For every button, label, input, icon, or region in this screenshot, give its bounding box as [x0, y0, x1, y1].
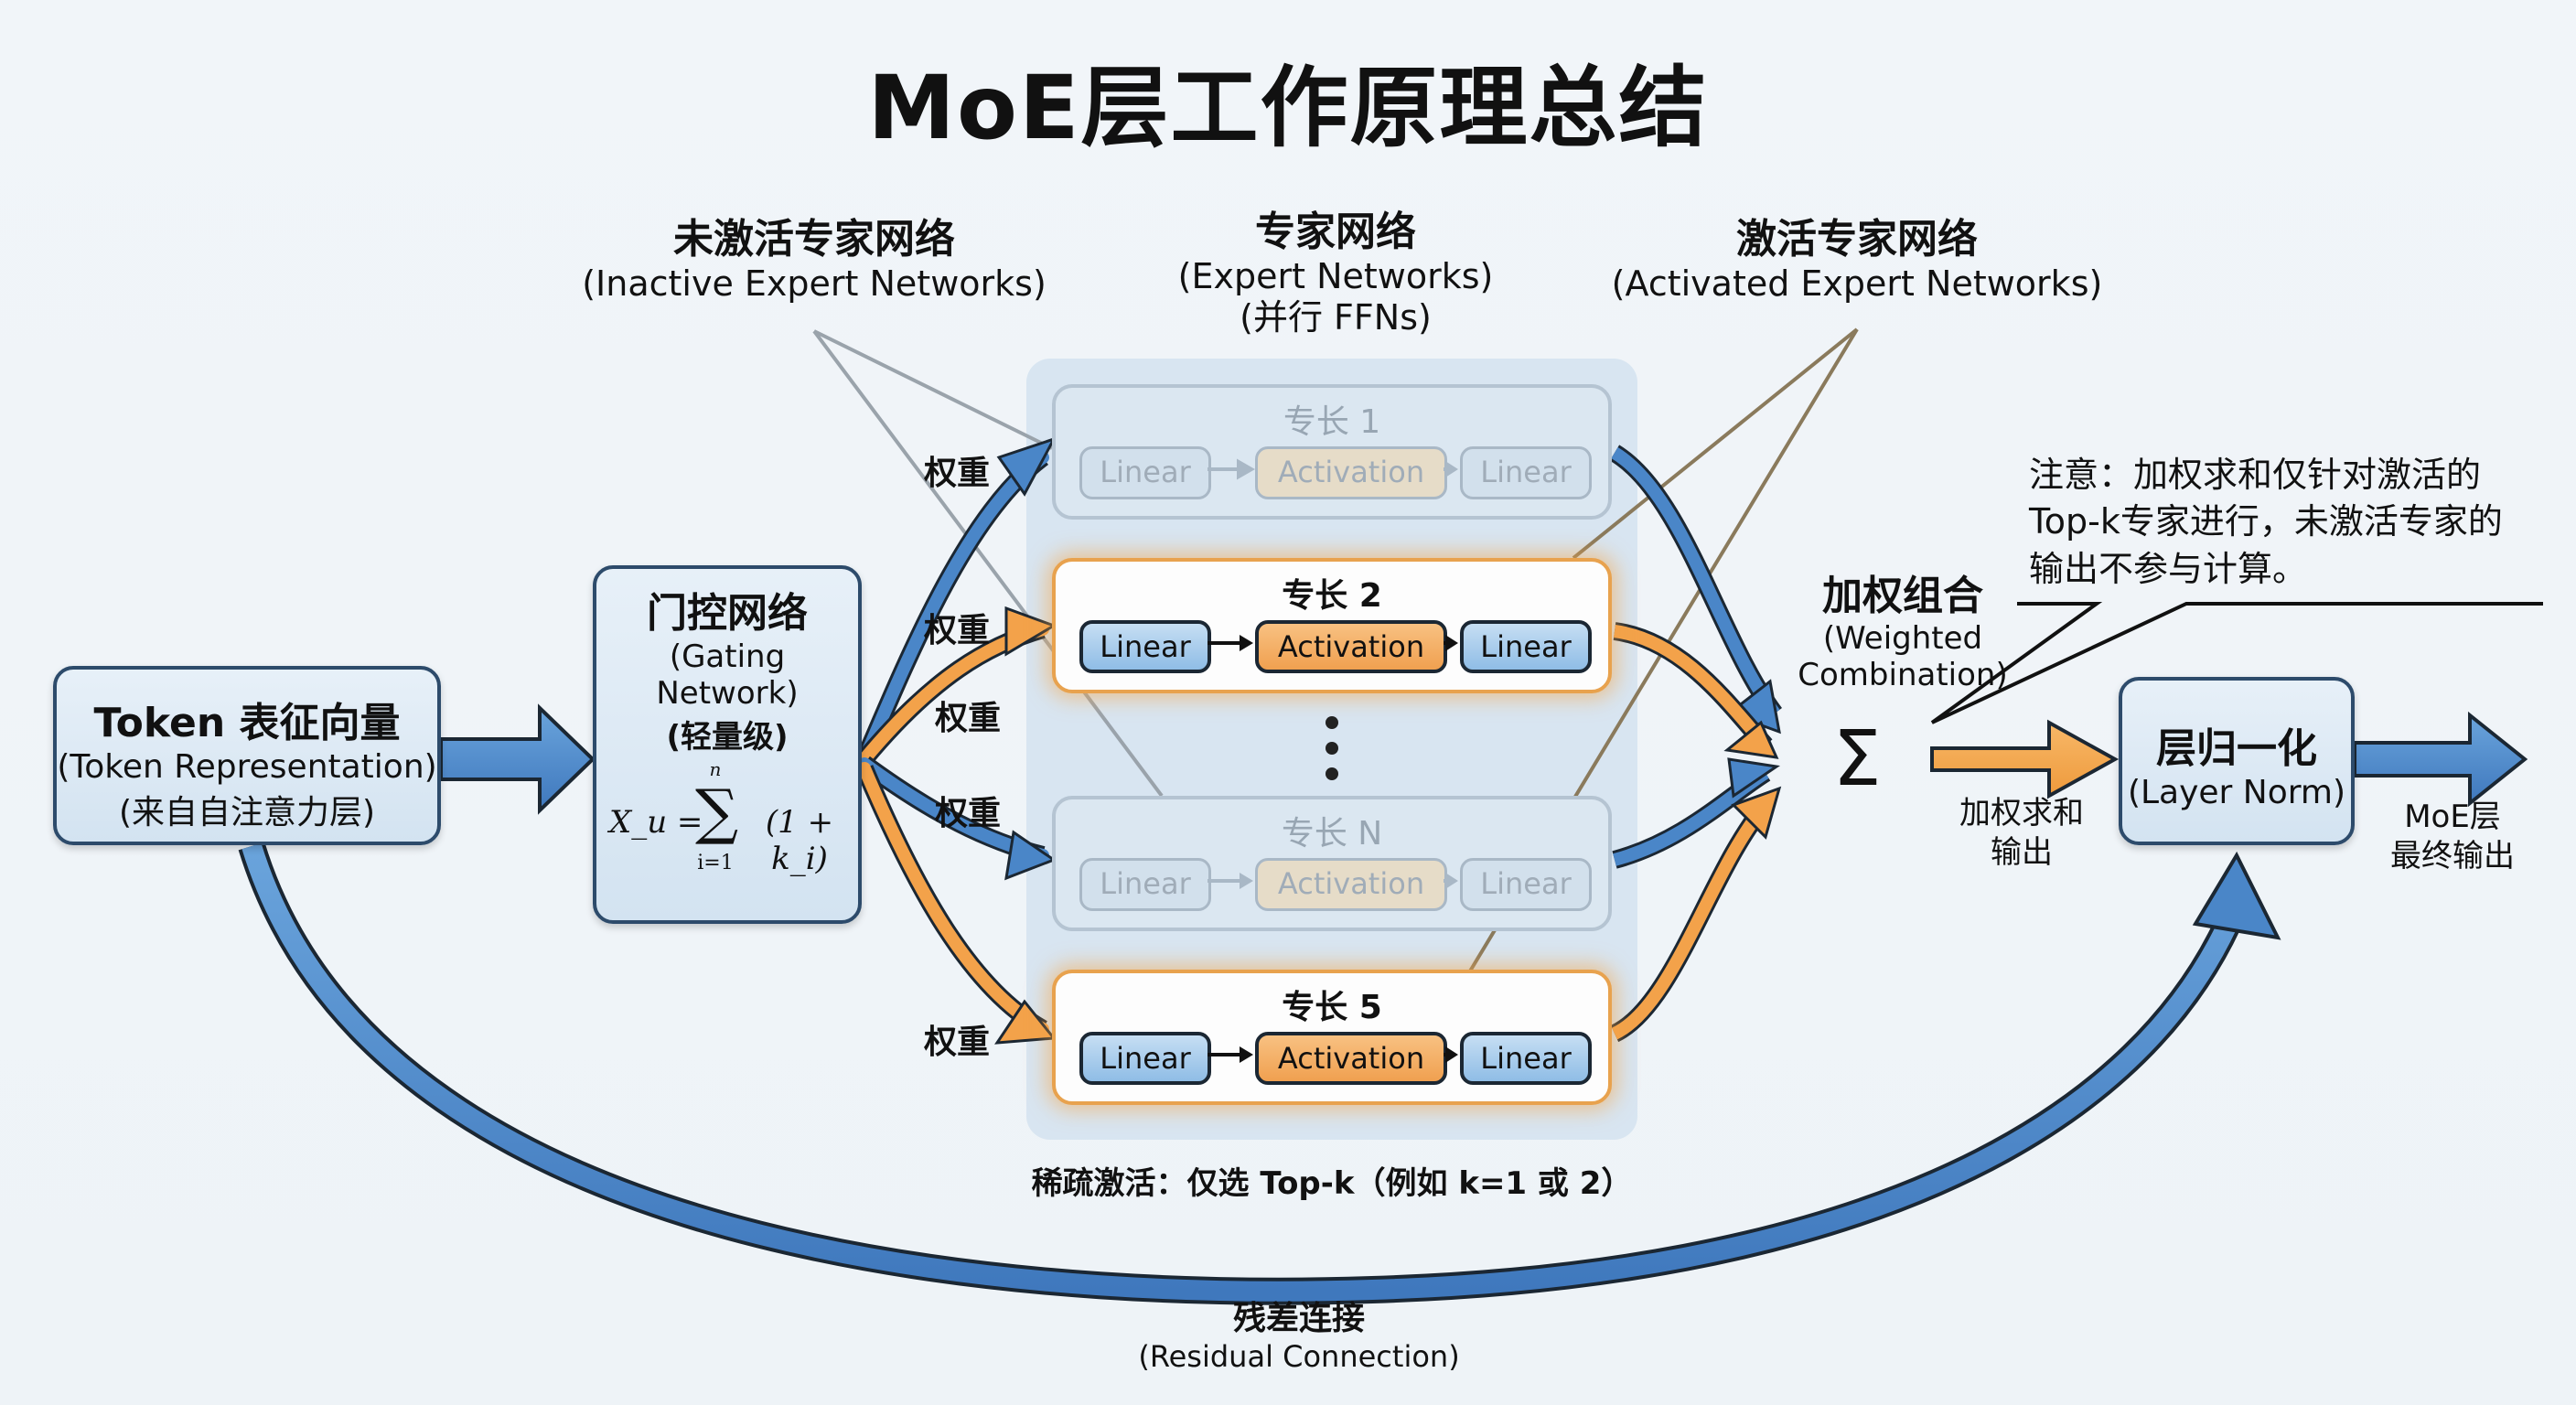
- expert-2-activation: Activation: [1255, 620, 1447, 673]
- weight-label-2: 权重: [924, 612, 991, 649]
- layer-norm-en: (Layer Norm): [2127, 774, 2346, 811]
- expert-n: 专长 N Linear Activation Linear: [1052, 796, 1612, 931]
- expert-networks-header: 专家网络 (Expert Networks) (并行 FFNs): [1079, 209, 1592, 338]
- expert-2-linear-in: Linear: [1079, 620, 1211, 673]
- formula-bottom: i=1: [697, 852, 734, 874]
- experts-header-zh: 专家网络: [1255, 209, 1416, 255]
- weighted-combination-zh: 加权组合: [1822, 573, 1983, 619]
- expert-2-sum-head: [1723, 720, 1779, 759]
- expert-2-name: 专长 2: [1282, 577, 1382, 615]
- expert-n-linear-out: Linear: [1460, 858, 1592, 911]
- token-box-en: (Token Representation): [57, 748, 437, 786]
- gating-sub: (轻量级): [666, 719, 789, 756]
- callout-line-3: 输出不参与计算。: [2029, 548, 2308, 589]
- expert-1-to-sum: [1611, 447, 1780, 718]
- arrowhead-expert-2: [1004, 606, 1057, 657]
- expert-5-activation: Activation: [1255, 1032, 1447, 1085]
- weight-label-3: 权重: [935, 700, 1002, 737]
- callout-lines: [1930, 602, 2543, 724]
- expert-n-linear-in: Linear: [1079, 858, 1211, 911]
- sparse-activation-note: 稀疏激活：仅选 Top-k（例如 k=1 或 2）: [1031, 1165, 1633, 1202]
- gating-title: 门控网络: [647, 590, 808, 637]
- leader-to-expert-n: [812, 329, 1164, 798]
- expert-n-sum-head: [1727, 757, 1780, 799]
- sum-to-layernorm-arrow: [1930, 719, 2120, 799]
- inactive-experts-header: 未激活专家网络 (Inactive Expert Networks): [549, 216, 1079, 305]
- weighted-sum-line-1: 加权求和: [1959, 795, 2084, 831]
- layer-norm-box: 层归一化 (Layer Norm): [2119, 677, 2355, 845]
- weight-label-1: 权重: [924, 455, 991, 492]
- activated-header-en: (Activated Expert Networks): [1611, 263, 2103, 304]
- residual-connection-label: 残差连接 (Residual Connection): [1079, 1292, 1519, 1374]
- residual-en: (Residual Connection): [1138, 1339, 1460, 1374]
- layer-norm-zh: 层归一化: [2156, 725, 2317, 772]
- expert-2: 专长 2 Linear Activation Linear: [1052, 558, 1612, 693]
- final-output-line-1: MoE层: [2404, 799, 2501, 835]
- expert-5-name: 专长 5: [1282, 989, 1382, 1026]
- diagram-title: MoE层工作原理总结: [867, 57, 1709, 159]
- inactive-header-zh: 未激活专家网络: [673, 216, 955, 263]
- layernorm-to-output-arrow: [2353, 711, 2528, 808]
- formula-sigma: ∑: [695, 777, 739, 847]
- expert-5-to-sum: [1611, 800, 1771, 1040]
- expert-5-linear-out: Linear: [1460, 1032, 1592, 1085]
- final-output-line-2: 最终输出: [2390, 837, 2515, 874]
- callout-pointer: [1930, 602, 2543, 724]
- formula-lhs: X_u =: [609, 804, 703, 841]
- sigma-sum-symbol: Σ: [1832, 713, 1882, 803]
- expert-n-name: 专长 N: [1281, 815, 1383, 853]
- activated-header-zh: 激活专家网络: [1736, 216, 1978, 263]
- leader-to-expert-1: [813, 329, 1053, 450]
- arrowhead-expert-5: [994, 999, 1057, 1045]
- token-box-sub: (来自自注意力层): [118, 794, 376, 831]
- inactive-header-en: (Inactive Expert Networks): [582, 263, 1046, 304]
- gating-en: (Gating Network): [656, 638, 799, 712]
- formula-rhs: (1 + k_i): [765, 804, 834, 877]
- callout-line-2: Top-k专家进行，未激活专家的: [2029, 501, 2503, 542]
- inactive-leader-lines: [812, 329, 1164, 798]
- arrow-to-expert-5: [858, 762, 1049, 1035]
- weighted-combination-en1: (Weighted: [1822, 619, 1983, 657]
- arrow-to-expert-1: [858, 451, 1049, 766]
- experts-header-sub: (并行 FFNs): [1240, 296, 1432, 338]
- expert-1-linear-in: Linear: [1079, 446, 1211, 499]
- leader-to-expert-2: [1572, 327, 1859, 560]
- expert-1: 专长 1 Linear Activation Linear: [1052, 384, 1612, 520]
- expert-to-sum-arrows: [1609, 445, 1783, 1043]
- expert-1-activation: Activation: [1255, 446, 1447, 499]
- residual-arrow-body: [242, 842, 2242, 1302]
- gating-to-expert-arrows: [855, 436, 1057, 1045]
- weighted-sum-line-2: 输出: [1991, 833, 2053, 871]
- expert-5-linear-in: Linear: [1079, 1032, 1211, 1085]
- gating-network-box: 门控网络 (Gating Network) (轻量级) X_u = n ∑ i=…: [593, 565, 862, 924]
- token-to-gating-arrow: [439, 703, 596, 815]
- residual-arrowhead: [2192, 851, 2281, 940]
- token-box-title: Token 表征向量: [93, 700, 401, 746]
- weighted-combination-label: 加权组合 (Weighted Combination): [1747, 573, 2058, 693]
- final-output-label: MoE层 最终输出: [2366, 798, 2539, 875]
- expert-n-activation: Activation: [1255, 858, 1447, 911]
- experts-header-en: (Expert Networks): [1177, 255, 1494, 296]
- expert-5: 专长 5 Linear Activation Linear: [1052, 970, 1612, 1105]
- activated-experts-header: 激活专家网络 (Activated Expert Networks): [1592, 216, 2122, 305]
- expert-1-name: 专长 1: [1283, 403, 1381, 441]
- callout-line-1: 注意：加权求和仅针对激活的: [2029, 455, 2482, 495]
- arrowhead-expert-n: [1004, 830, 1057, 881]
- weighted-sum-output-label: 加权求和 输出: [1930, 794, 2113, 872]
- weight-label-5: 权重: [924, 1024, 991, 1061]
- expert-2-linear-out: Linear: [1460, 620, 1592, 673]
- gating-formula: X_u = n ∑ i=1 (1 + k_i): [596, 756, 858, 894]
- arrowhead-expert-1: [996, 436, 1057, 497]
- weighted-combination-en2: Combination): [1798, 657, 2008, 694]
- callout-note: 注意：加权求和仅针对激活的 Top-k专家进行，未激活专家的 输出不参与计算。: [2029, 452, 2560, 593]
- token-representation-box: Token 表征向量 (Token Representation) (来自自注意…: [53, 666, 441, 845]
- weight-label-4: 权重: [935, 795, 1002, 832]
- expert-5-sum-head: [1731, 786, 1782, 840]
- formula-top: n: [709, 758, 722, 780]
- residual-zh: 残差连接: [1232, 1300, 1365, 1337]
- expert-1-linear-out: Linear: [1460, 446, 1592, 499]
